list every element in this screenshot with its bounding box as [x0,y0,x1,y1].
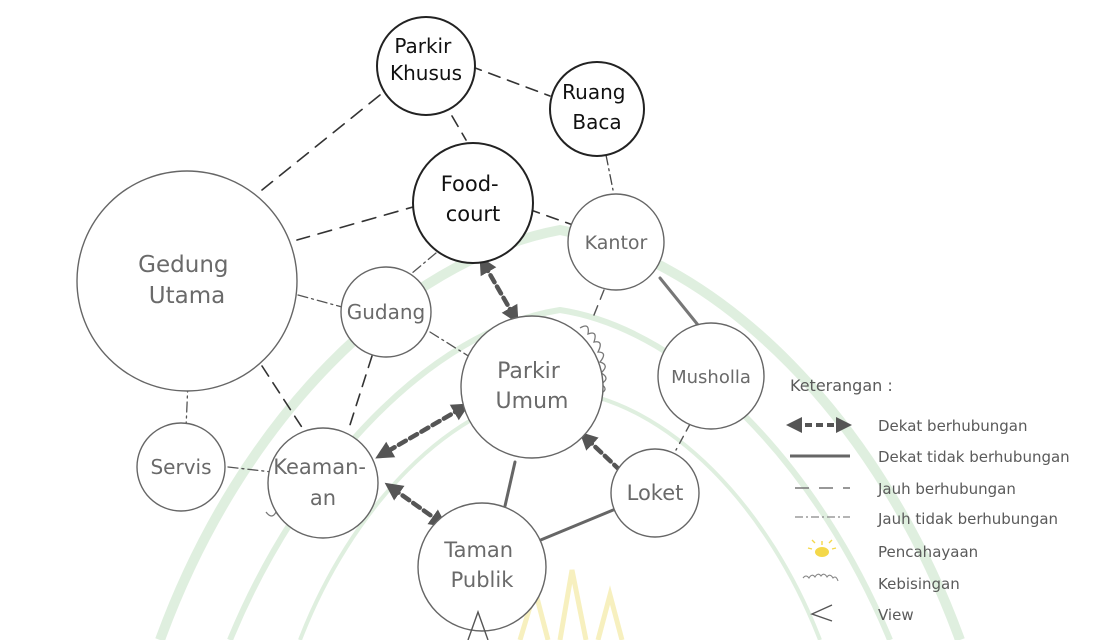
node-gudang-label: Gudang [347,300,426,324]
light-icon [807,539,837,557]
connection-gudang-keamanan [348,355,373,429]
connection-food-court-kantor [527,208,574,226]
node-gedung-utama-label: Gedung Utama [138,252,236,309]
legend-item-label: Dekat berhubungan [878,417,1027,435]
connection-ruang-baca-kantor [605,154,614,191]
connection-parkir-umum-taman-publik [503,460,517,508]
node-food-court-circle [412,142,534,264]
legend-item-label: Jauh tidak berhubungan [877,510,1058,528]
connection-gedung-utama-keamanan [261,365,306,433]
node-ruang-baca-label: Ruang Baca [562,80,632,134]
node-servis-label: Servis [150,455,211,479]
connection-food-court-gudang [410,252,437,275]
legend-item-label: Kebisingan [878,575,960,593]
legend: Keterangan : Dekat berhubungan Dekat tid… [786,376,1070,624]
node-food-court-label: Food- court [441,172,506,226]
node-musholla-circle [657,322,765,430]
connections [185,65,700,546]
node-gedung-utama-circle [76,170,298,392]
node-loket-circle [610,448,700,538]
node-parkir-umum-circle [460,315,604,459]
node-kantor-label: Kantor [585,232,648,254]
view-icon [810,604,833,622]
connection-kantor-parkir-umum [591,289,605,321]
node-taman-publik-circle [417,502,547,632]
node-parkir-umum-label: Parkir Umum [496,359,569,414]
node-labels: Parkir Khusus Ruang Baca Food- court Kan… [138,34,751,592]
legend-title: Keterangan : [790,376,893,395]
connection-food-court-gedung-utama [296,204,421,241]
connection-keamanan-taman-publik [384,482,448,528]
connection-parkir-khusus-food-court [451,115,467,141]
legend-item-label: View [878,606,914,624]
legend-item-label: Pencahayaan [878,543,978,561]
connection-parkir-khusus-ruang-baca [469,65,551,97]
node-servis-circle [136,422,226,512]
legend-item-label: Dekat tidak berhubungan [878,448,1070,466]
connection-food-court-parkir-umum [479,256,519,324]
node-kantor-circle [567,193,665,291]
view-mark [467,609,489,640]
node-parkir-khusus-circle [376,16,476,116]
connection-musholla-loket [675,423,691,451]
node-keamanan-circle [267,427,379,539]
node-gudang-circle [340,266,432,358]
node-keamanan-label: Keaman- an [273,455,372,510]
connection-parkir-khusus-gedung-utama [261,94,381,191]
nodes [76,16,765,632]
node-loket-label: Loket [627,481,684,505]
node-taman-publik-label: Taman Publik [443,538,520,592]
connection-parkir-umum-keamanan [375,403,470,459]
noise-icon [802,573,839,582]
connection-gedung-utama-gudang [297,294,343,308]
legend-item-label: Jauh berhubungan [877,480,1016,498]
connection-loket-taman-publik [529,506,620,546]
node-parkir-khusus-label: Parkir Khusus [390,34,462,85]
node-ruang-baca-circle [549,61,645,157]
node-musholla-label: Musholla [671,367,751,388]
connection-kantor-musholla [658,276,700,327]
